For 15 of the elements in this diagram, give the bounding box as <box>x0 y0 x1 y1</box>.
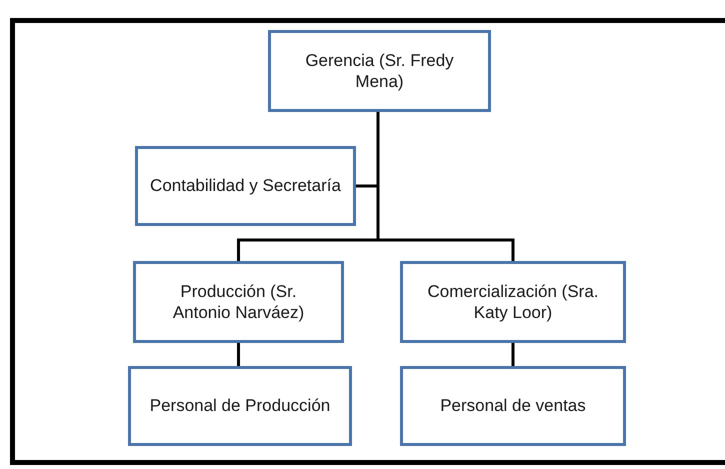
org-box <box>400 261 626 343</box>
box-label: Contabilidad y Secretaría <box>150 176 341 196</box>
box-label: Producción (Sr. Antonio Narváez) <box>172 282 304 322</box>
box-label: Personal de Producción <box>150 396 330 416</box>
org-box <box>268 30 491 112</box>
org-box <box>133 261 344 343</box>
org-box <box>400 366 626 446</box>
box-label: Comercialización (Sra. Katy Loor) <box>428 282 598 322</box>
org-box <box>128 366 352 446</box>
connector-line <box>512 343 514 366</box>
connector-line <box>376 112 514 261</box>
box-label: Gerencia (Sr. Fredy Mena) <box>305 50 454 91</box>
org-box <box>135 146 356 226</box>
box-label: Personal de ventas <box>440 396 586 416</box>
connector-line <box>237 343 240 366</box>
